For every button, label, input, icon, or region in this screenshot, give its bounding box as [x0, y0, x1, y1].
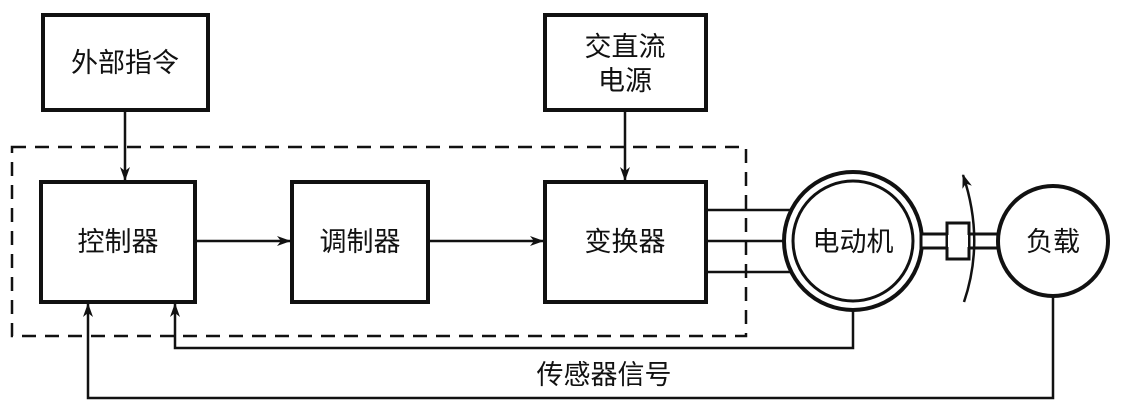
converter-label: 变换器	[585, 227, 666, 258]
load-label: 负载	[1026, 227, 1080, 258]
modulator-label: 调制器	[320, 227, 401, 258]
ac-dc-power-label-line2: 电源	[598, 66, 652, 97]
ac-dc-power-block: 交直流 电源	[543, 13, 708, 112]
motor-feedback-line	[170, 303, 855, 350]
modulator-block: 调制器	[290, 180, 430, 304]
rotation-arrow	[961, 174, 976, 303]
controller-label: 控制器	[78, 227, 159, 258]
ac-dc-power-label-line1: 交直流	[585, 32, 666, 63]
load-feedback-line	[83, 296, 1055, 400]
external-command-label: 外部指令	[71, 48, 179, 79]
external-command-block: 外部指令	[41, 13, 210, 112]
load-symbol: 负载	[996, 184, 1110, 298]
motor-label: 电动机	[813, 227, 894, 258]
sensor-signal-label: 传感器信号	[537, 360, 672, 391]
motor-symbol: 电动机	[782, 170, 924, 312]
shaft-coupling	[919, 221, 1000, 261]
three-phase-lines	[706, 208, 790, 274]
controller-block: 控制器	[39, 180, 197, 304]
converter-block: 变换器	[543, 180, 708, 304]
